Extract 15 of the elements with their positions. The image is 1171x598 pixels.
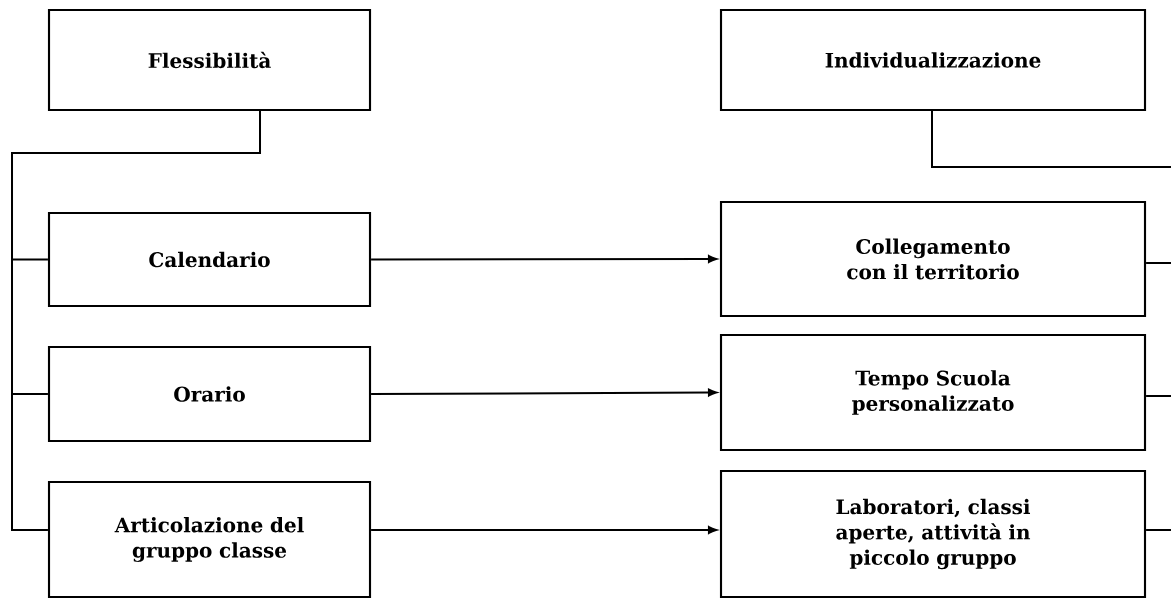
process-box: Individualizzazione xyxy=(719,8,1147,112)
process-box: Flessibilità xyxy=(47,8,372,112)
connector-line xyxy=(1145,395,1171,397)
process-box: Orario xyxy=(47,345,372,443)
process-box: Calendario xyxy=(47,211,372,308)
process-box: Articolazione del gruppo classe xyxy=(47,480,372,598)
connector-line xyxy=(931,110,1171,168)
connector-line xyxy=(1145,262,1171,264)
process-box: Collegamento con il territorio xyxy=(719,200,1147,318)
arrow xyxy=(370,526,717,534)
process-box: Laboratori, classi aperte, attività in piccolo gruppo xyxy=(719,469,1147,598)
connector-line xyxy=(1145,529,1171,531)
process-box: Tempo Scuola personalizzato xyxy=(719,333,1147,452)
connector-line xyxy=(11,110,261,531)
arrow xyxy=(370,255,717,263)
